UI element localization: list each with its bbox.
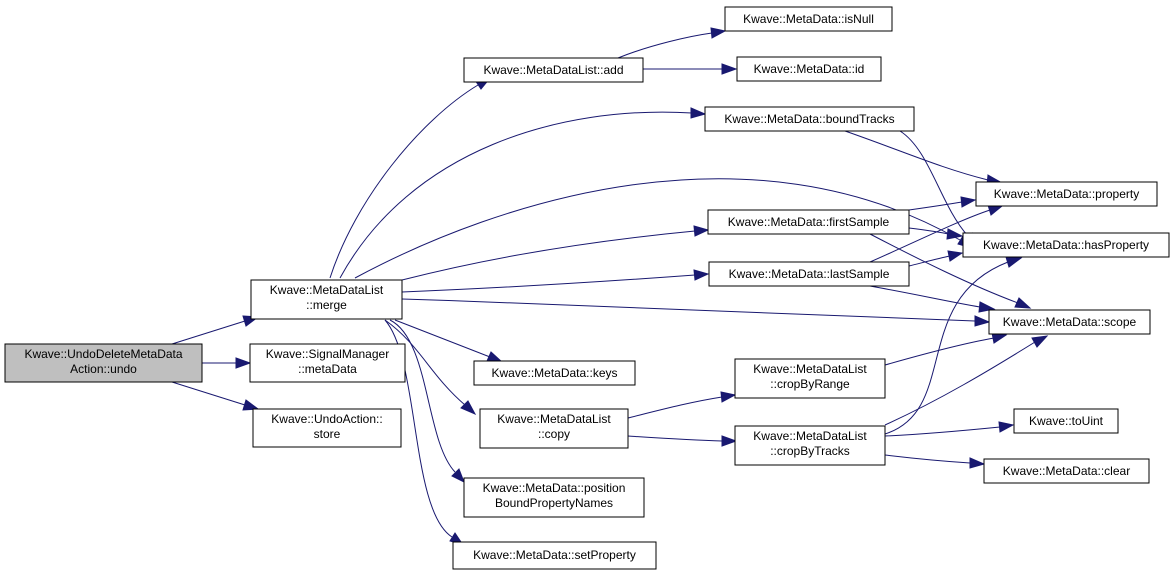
edge-merge-posbound [389,319,465,484]
node-label-line: Kwave::toUint [1029,414,1104,428]
node-metadata-boundtracks[interactable]: Kwave::MetaData::boundTracks [704,106,915,132]
node-metadata-lastsample[interactable]: Kwave::MetaData::lastSample [708,261,910,287]
edge-tracks-scope [884,335,1049,426]
edge-add-id [643,63,738,75]
node-metadatalist-merge[interactable]: Kwave::MetaDataList ::merge [250,279,403,320]
edge-last-hasprop [908,250,964,267]
node-metadata-scope[interactable]: Kwave::MetaData::scope [988,309,1151,335]
node-touint[interactable]: Kwave::toUint [1013,408,1119,434]
edge-copy-tracks [627,435,738,447]
node-label-line: Kwave::MetaData::keys [491,366,617,380]
node-signalmanager-metadata[interactable]: Kwave::SignalManager ::metaData [249,343,406,383]
node-label-line: Kwave::MetaData::isNull [743,12,874,26]
node-metadatalist-add[interactable]: Kwave::MetaDataList::add [463,57,644,83]
node-metadata-id[interactable]: Kwave::MetaData::id [736,56,882,82]
node-undo-delete-metadata-action-undo[interactable]: Kwave::UndoDeleteMetaData Action::undo [4,343,203,383]
node-metadatalist-cropbyrange[interactable]: Kwave::MetaDataList ::cropByRange [734,358,886,399]
node-label-line: Kwave::UndoDeleteMetaData [24,347,182,361]
edge-merge-scope [401,298,991,327]
node-label-line: store [314,427,341,441]
node-label-line: Kwave::MetaDataList [270,283,384,297]
node-metadatalist-copy[interactable]: Kwave::MetaDataList ::copy [479,408,629,449]
node-label-line: Kwave::MetaDataList [753,362,867,376]
node-label-line: ::metaData [298,362,357,376]
function-nodes: Kwave::UndoDeleteMetaData Action::undo K… [4,6,1170,570]
edge-first-scope [869,233,1032,309]
edge-merge-first [401,225,710,281]
edge-merge-add [329,77,492,279]
edge-tracks-clear [884,454,986,469]
node-label-line: Kwave::MetaData::lastSample [729,267,890,281]
node-metadatalist-cropbytracks[interactable]: Kwave::MetaDataList ::cropByTracks [734,425,886,466]
node-metadata-property[interactable]: Kwave::MetaData::property [975,181,1158,207]
node-label-line: Kwave::UndoAction:: [271,412,382,426]
edge-first-property [908,196,977,211]
node-label-line: ::copy [538,427,570,441]
node-undoaction-store[interactable]: Kwave::UndoAction:: store [252,408,402,448]
node-label-line: Kwave::MetaDataList [497,412,611,426]
node-label-line: Kwave::SignalManager [266,347,389,361]
edge-last-scope [869,285,996,313]
node-label-line: Kwave::MetaData::scope [1003,315,1137,329]
node-label-line: Kwave::MetaData::boundTracks [724,112,894,126]
edge-add-isnull [617,27,727,59]
edge-undo-sig-meta [202,357,252,369]
edge-merge-bound [339,107,707,279]
edge-first-hasprop [908,227,964,240]
node-metadata-firstsample[interactable]: Kwave::MetaData::firstSample [707,209,910,235]
node-label-line: ::merge [306,298,347,312]
node-label-line: Kwave::MetaData::clear [1003,464,1130,478]
node-metadata-clear[interactable]: Kwave::MetaData::clear [983,458,1150,484]
edge-range-scope [884,332,1008,366]
node-label-line: ::cropByTracks [770,444,850,458]
node-label-line: ::cropByRange [770,377,850,391]
node-label-line: Kwave::MetaData::id [754,62,865,76]
edge-undo-merge [171,315,260,345]
node-label-line: Kwave::MetaData::firstSample [728,215,890,229]
node-label-line: BoundPropertyNames [495,496,613,510]
node-label-line: Action::undo [70,362,137,376]
node-label-line: Kwave::MetaData::property [994,187,1139,201]
node-label-line: Kwave::MetaDataList [753,429,867,443]
edge-merge-keys [394,319,504,363]
node-label-line: Kwave::MetaData::position [483,481,626,495]
edge-merge-copy [384,319,477,416]
node-metadata-isnull[interactable]: Kwave::MetaData::isNull [724,6,893,32]
node-label-line: Kwave::MetaDataList::add [483,63,623,77]
edge-undo-store [171,381,260,411]
node-metadata-positionboundpropertynames[interactable]: Kwave::MetaData::position BoundPropertyN… [463,477,645,518]
node-label-line: Kwave::MetaData::hasProperty [983,238,1149,252]
edge-tracks-touint [884,421,1015,437]
node-metadata-keys[interactable]: Kwave::MetaData::keys [473,360,636,386]
node-label-line: Kwave::MetaData::setProperty [473,548,636,562]
node-metadata-hasproperty[interactable]: Kwave::MetaData::hasProperty [962,232,1170,258]
node-metadata-setproperty[interactable]: Kwave::MetaData::setProperty [452,541,657,570]
edge-copy-range [627,391,737,419]
edge-merge-last [401,269,710,293]
